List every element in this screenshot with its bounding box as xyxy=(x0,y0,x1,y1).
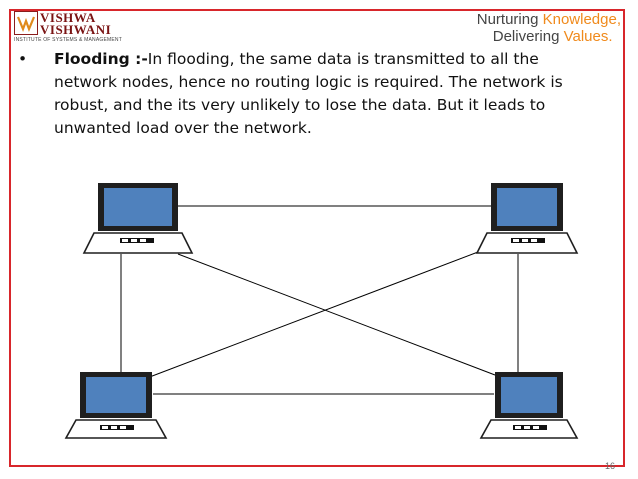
logo-subtitle: INSTITUTE OF SYSTEMS & MANAGEMENT xyxy=(14,37,122,43)
page-number: 16 xyxy=(604,461,615,471)
tagline-line1: Nurturing Knowledge, xyxy=(477,11,621,28)
link-top-left-bottom-right xyxy=(177,253,496,376)
logo-name-line1: VISHWA xyxy=(40,10,96,25)
links xyxy=(120,205,519,395)
bullet-dot-icon: • xyxy=(18,50,28,68)
computer-node-bottom-right-icon xyxy=(479,372,579,439)
tagline-line1-accent: Knowledge, xyxy=(542,11,621,28)
bullet-body: In flooding, the same data is transmitte… xyxy=(54,50,563,137)
tagline-line1-prefix: Nurturing xyxy=(476,11,543,28)
bullet-text: Flooding :-In flooding, the same data is… xyxy=(54,48,604,140)
computer-node-bottom-left-icon xyxy=(64,372,168,439)
link-top-right-bottom-left xyxy=(146,251,479,379)
tagline-line2-accent: Values. xyxy=(563,28,613,45)
logo-badge-icon xyxy=(14,11,38,35)
bullet-term: Flooding :- xyxy=(54,50,148,68)
computer-node-top-left-icon xyxy=(82,183,194,254)
logo-name-line2: VISHWANI xyxy=(40,22,112,37)
tagline-line2-prefix: Delivering xyxy=(492,28,564,45)
computer-node-top-right-icon xyxy=(475,183,579,254)
tagline: Nurturing Knowledge, Delivering Values. xyxy=(477,11,621,45)
tagline-line2: Delivering Values. xyxy=(477,28,621,45)
